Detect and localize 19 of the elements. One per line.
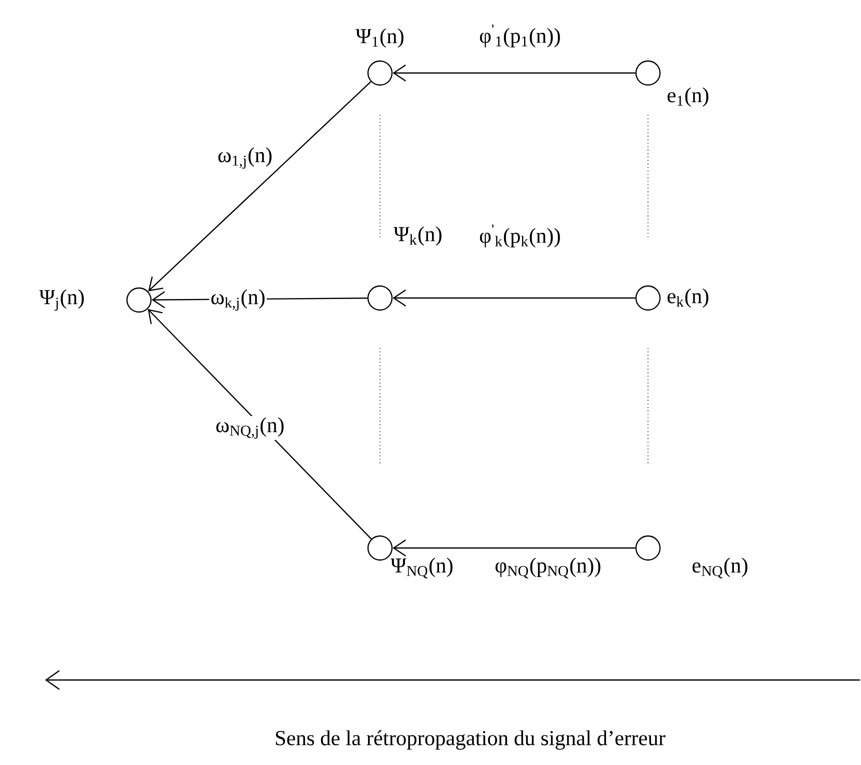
- edge-label: ω$_{1,j}$(n): [216, 146, 274, 170]
- edge-label: φ$_{NQ}$(p$_{NQ}$(n)): [493, 556, 603, 580]
- edge-label: φ$^{'}$$_{k}$(p$_{k}$(n)): [478, 223, 562, 249]
- arrow: [392, 290, 636, 306]
- node-label: Ψ$_{1}$(n): [356, 28, 404, 48]
- arrow: [148, 81, 372, 292]
- edge-label: ω$_{k,j}$(n): [209, 288, 267, 312]
- node-label: e$_{NQ}$(n): [692, 558, 748, 578]
- node-label: Ψ$_{NQ}$(n): [390, 558, 452, 578]
- node-label: Ψ$_{k}$(n): [394, 226, 442, 246]
- edge-label: φ$^{'}$$_{1}$(p$_{1}$(n)): [478, 23, 562, 49]
- arrow: [392, 540, 636, 556]
- node-label: e$_{k}$(n): [668, 288, 708, 308]
- caption: Sens de la rétropropagation du signal d’erreur: [276, 730, 666, 750]
- edge-label: ω$_{NQ,j}$(n): [214, 416, 286, 440]
- arrow: [148, 309, 372, 540]
- arrow: [392, 64, 636, 82]
- node-label: Ψ$_{j}$(n): [39, 289, 84, 311]
- node-label: e$_{1}$(n): [668, 87, 708, 107]
